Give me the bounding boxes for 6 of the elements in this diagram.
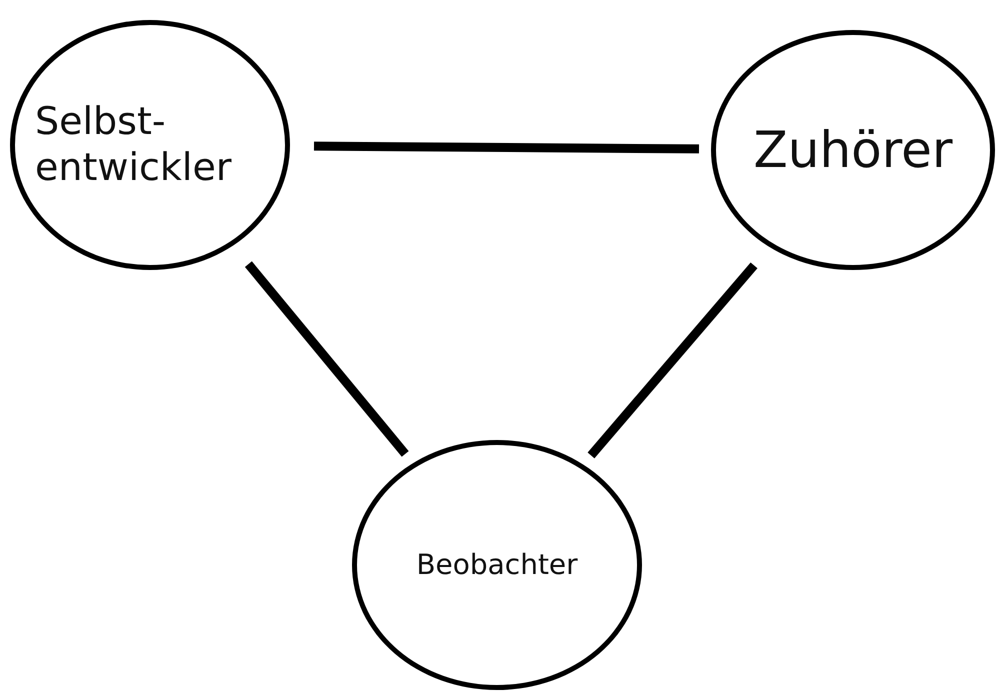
node-label: Beobachter: [415, 548, 579, 582]
node-label: Selbst-entwickler: [35, 99, 232, 191]
connector-line: [244, 261, 409, 457]
connector-line: [588, 262, 758, 458]
connector-line: [314, 142, 700, 154]
node-label: Zuhörer: [752, 120, 954, 180]
